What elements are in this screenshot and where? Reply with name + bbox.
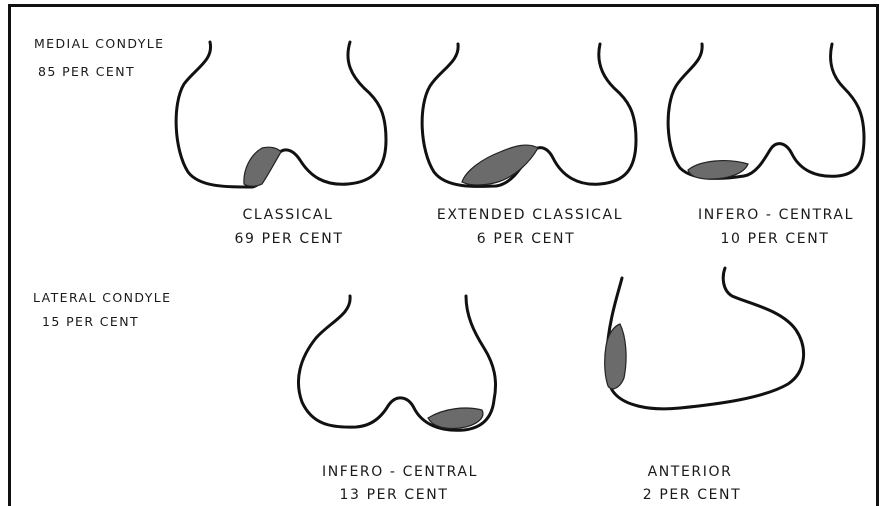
condyle-extended-classical xyxy=(422,44,636,186)
site-percent-classical: 69 PER CENT xyxy=(235,231,344,247)
lesion-extended-classical xyxy=(462,145,538,185)
condyle-outline xyxy=(668,44,864,178)
medial-condyle-percent: 85 PER CENT xyxy=(38,64,135,79)
lateral-condyle-percent: 15 PER CENT xyxy=(42,314,139,329)
site-percent-anterior: 2 PER CENT xyxy=(643,487,741,503)
condyle-infero-central-medial xyxy=(668,44,864,179)
condyle-infero-central-lateral xyxy=(298,296,495,430)
site-label-infero-central-lateral: INFERO - CENTRAL xyxy=(322,464,478,480)
lesion-classical xyxy=(244,147,281,186)
medial-condyle-title: MEDIAL CONDYLE xyxy=(34,36,164,51)
condyle-classical xyxy=(176,42,386,187)
site-label-anterior: ANTERIOR xyxy=(648,464,733,480)
lesion-infero-central-lateral xyxy=(428,408,483,428)
site-percent-infero-central-medial: 10 PER CENT xyxy=(721,231,830,247)
condyle-outline xyxy=(607,268,804,409)
condyle-outline xyxy=(176,42,386,187)
lateral-condyle-title: LATERAL CONDYLE xyxy=(33,290,171,305)
site-label-infero-central-medial: INFERO - CENTRAL xyxy=(698,207,854,223)
site-label-extended-classical: EXTENDED CLASSICAL xyxy=(437,207,623,223)
condyle-outline xyxy=(422,44,636,186)
site-percent-extended-classical: 6 PER CENT xyxy=(477,231,575,247)
site-label-classical: CLASSICAL xyxy=(243,207,334,223)
site-percent-infero-central-lateral: 13 PER CENT xyxy=(340,487,449,503)
condyle-anterior xyxy=(605,268,804,409)
